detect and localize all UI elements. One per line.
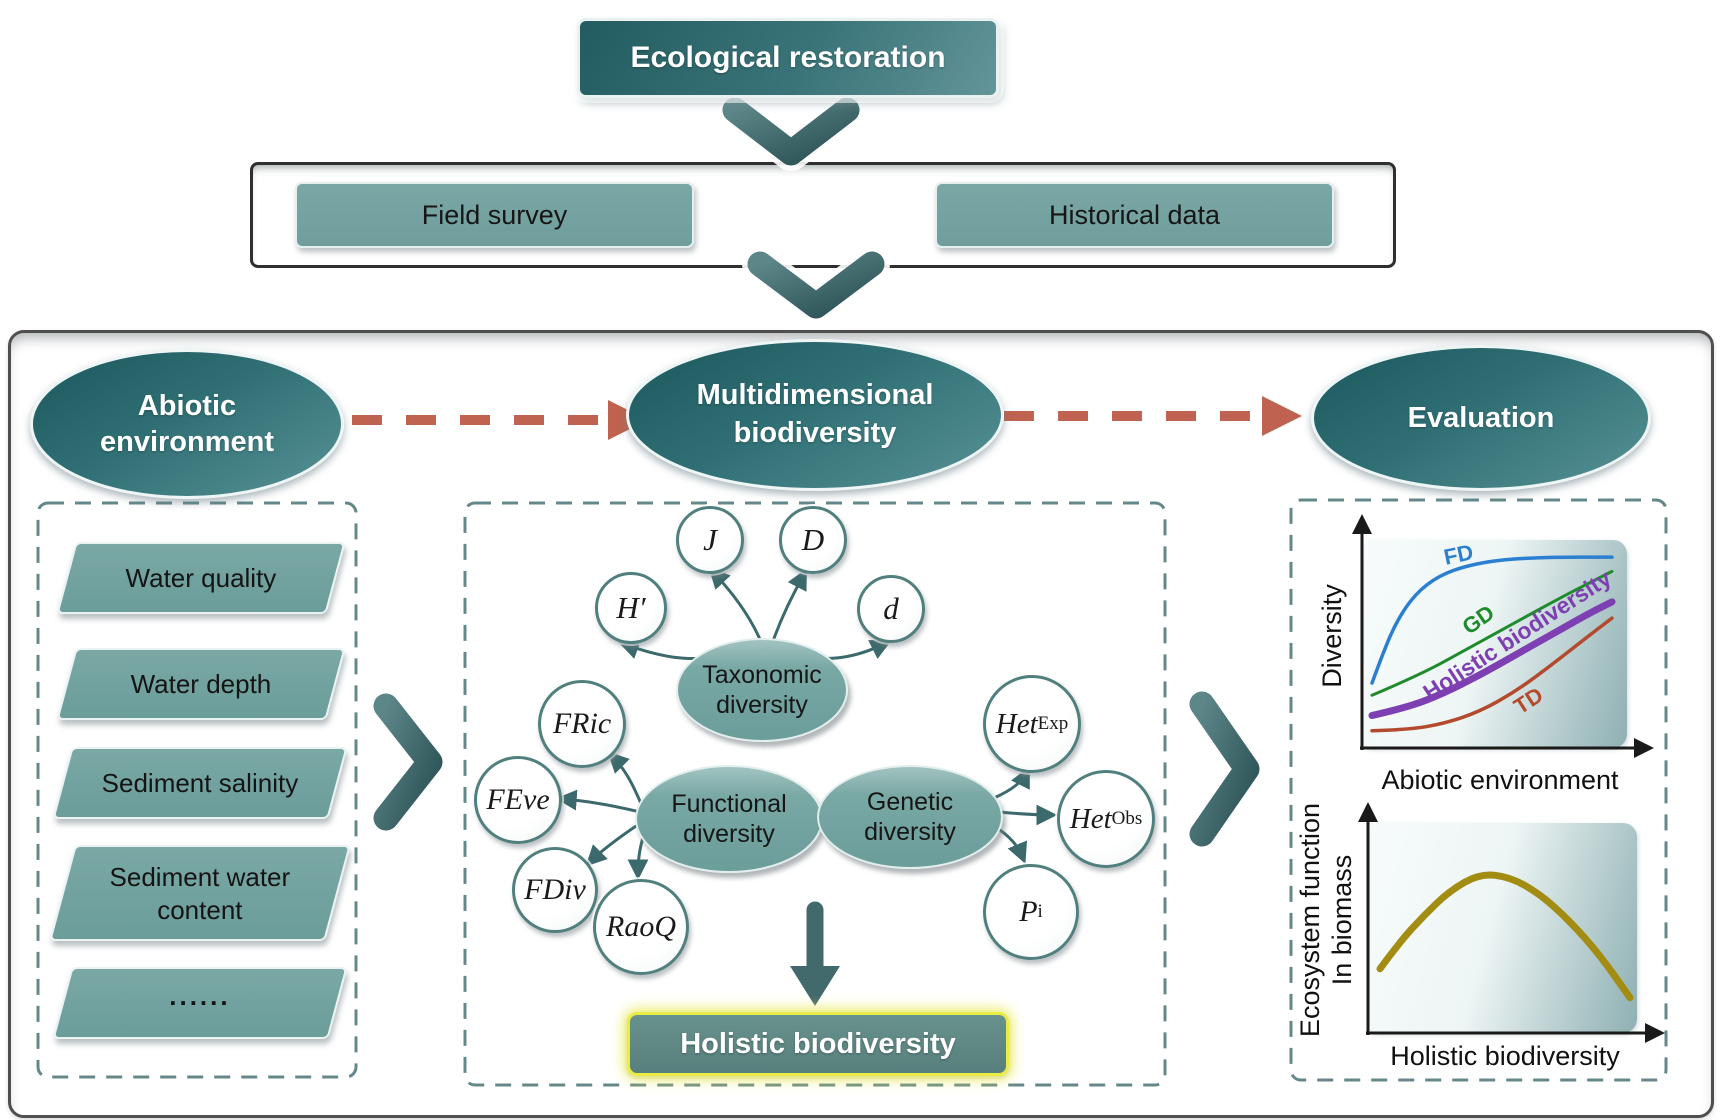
- abiotic-item-more: ......: [52, 967, 348, 1039]
- diversity-chart-series: [1368, 555, 1616, 733]
- evaluation-panel-border: [1289, 498, 1668, 1082]
- diversity-chart-axes: [1352, 514, 1654, 758]
- index-circle-d-upper: D: [779, 506, 847, 574]
- genetic-diversity-node: Genetic diversity: [817, 765, 1003, 869]
- title-box: Ecological restoration: [577, 18, 999, 98]
- diversity-chart-xlabel: Abiotic environment: [1381, 764, 1619, 795]
- field-survey-label: Field survey: [421, 199, 568, 230]
- chevron-right-icon: [1184, 686, 1265, 852]
- index-circle-fric: FRic: [538, 680, 626, 768]
- evaluation-node: Evaluation: [1311, 345, 1651, 491]
- index-circle-d-lower: d: [857, 575, 925, 643]
- taxonomic-diversity-node: Taxonomic diversity: [676, 638, 848, 742]
- ecosystem-chart-ylabel: Ecosystem function In biomass: [1294, 802, 1357, 1038]
- diversity-chart-plot-area: [1365, 540, 1627, 748]
- evaluation-label: Evaluation: [1407, 401, 1555, 434]
- biodiversity-panel-border: [463, 501, 1167, 1087]
- historical-data-label: Historical data: [1048, 199, 1221, 230]
- abiotic-environment-node: Abiotic environment: [30, 349, 344, 499]
- chevron-down-icon: [717, 92, 865, 171]
- multidimensional-biodiversity-node: Multidimensional biodiversity: [626, 339, 1004, 491]
- ecosystem-chart-series: [1376, 871, 1634, 1002]
- multidimensional-biodiversity-label: Multidimensional biodiversity: [696, 379, 934, 449]
- chevron-down-icon: [742, 246, 890, 324]
- index-circle-raoq: RaoQ: [593, 879, 689, 975]
- ecosystem-chart-axes: [1358, 802, 1665, 1043]
- holistic-biodiversity-label: Holistic biodiversity: [680, 1027, 956, 1060]
- ecosystem-chart-xlabel: Holistic biodiversity: [1390, 1040, 1620, 1071]
- historical-data-box: Historical data: [935, 182, 1334, 248]
- abiotic-panel-border: [36, 501, 358, 1079]
- field-survey-box: Field survey: [295, 182, 694, 248]
- index-circle-feve: FEve: [474, 756, 562, 844]
- dashed-arrow-abiotic-to-multidimensional: [352, 400, 648, 440]
- functional-diversity-node: Functional diversity: [635, 765, 823, 873]
- dashed-arrow-multidimensional-to-evaluation: [1004, 396, 1302, 436]
- abiotic-item-sediment-water-content: Sediment water content: [49, 845, 351, 941]
- abiotic-item-water-depth: Water depth: [56, 648, 346, 720]
- index-circle-j: J: [676, 506, 744, 574]
- index-circle-fdiv: FDiv: [512, 847, 598, 933]
- arrow-down-icon: [784, 894, 846, 1012]
- abiotic-item-water-quality: Water quality: [56, 542, 346, 614]
- diversity-chart-ylabel: Diversity: [1316, 584, 1347, 688]
- abiotic-item-sediment-salinity: Sediment salinity: [52, 747, 348, 819]
- holistic-biodiversity-box: Holistic biodiversity: [627, 1012, 1009, 1076]
- abiotic-environment-label: Abiotic environment: [99, 389, 275, 458]
- index-circle-h-prime: H′: [595, 572, 667, 644]
- title-text: Ecological restoration: [630, 41, 946, 74]
- chevron-right-icon: [368, 688, 448, 836]
